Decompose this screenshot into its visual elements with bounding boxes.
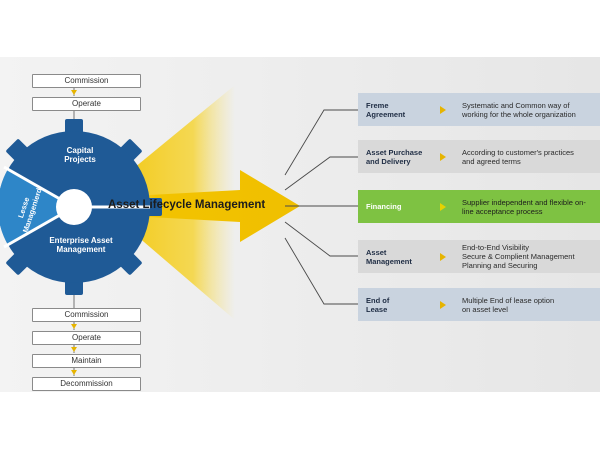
bottom-step-maintain: Maintain: [32, 354, 141, 368]
arrow-icon: [440, 153, 446, 161]
step-arrow-icons: [71, 90, 77, 375]
row-label: Asset Purchase and Delivery: [358, 140, 436, 173]
arrow-icon: [440, 106, 446, 114]
top-step-operate: Operate: [32, 97, 141, 111]
arrow-icon: [440, 253, 446, 261]
row-description: Supplier independent and flexible on- li…: [436, 190, 600, 223]
row-description: End-to-End Visibility Secure & Complient…: [436, 240, 600, 273]
bottom-step-operate: Operate: [32, 331, 141, 345]
arrow-icon: [440, 203, 446, 211]
bottom-step-decommission: Decommission: [32, 377, 141, 391]
main-arrow: [95, 170, 300, 242]
row-description: Systematic and Common way of working for…: [436, 93, 600, 126]
row-description: According to customer's practices and ag…: [436, 140, 600, 173]
row-label: Freme Agreement: [358, 93, 436, 126]
row-label: End of Lease: [358, 288, 436, 321]
gear-icon: [0, 119, 162, 295]
connector-lines: [284, 109, 358, 305]
row-description: Multiple End of lease option on asset le…: [436, 288, 600, 321]
bottom-step-commission: Commission: [32, 308, 141, 322]
row-label: Financing: [358, 190, 436, 223]
gear-segment-capital-projects: Capital Projects: [64, 146, 96, 164]
gear-segment-enterprise-asset-management: Enterprise Asset Management: [49, 236, 113, 254]
arrow-icon: [440, 301, 446, 309]
center-title: Asset Lifecycle Management: [108, 199, 266, 211]
row-label: Asset Management: [358, 240, 436, 273]
top-step-commission: Commission: [32, 74, 141, 88]
